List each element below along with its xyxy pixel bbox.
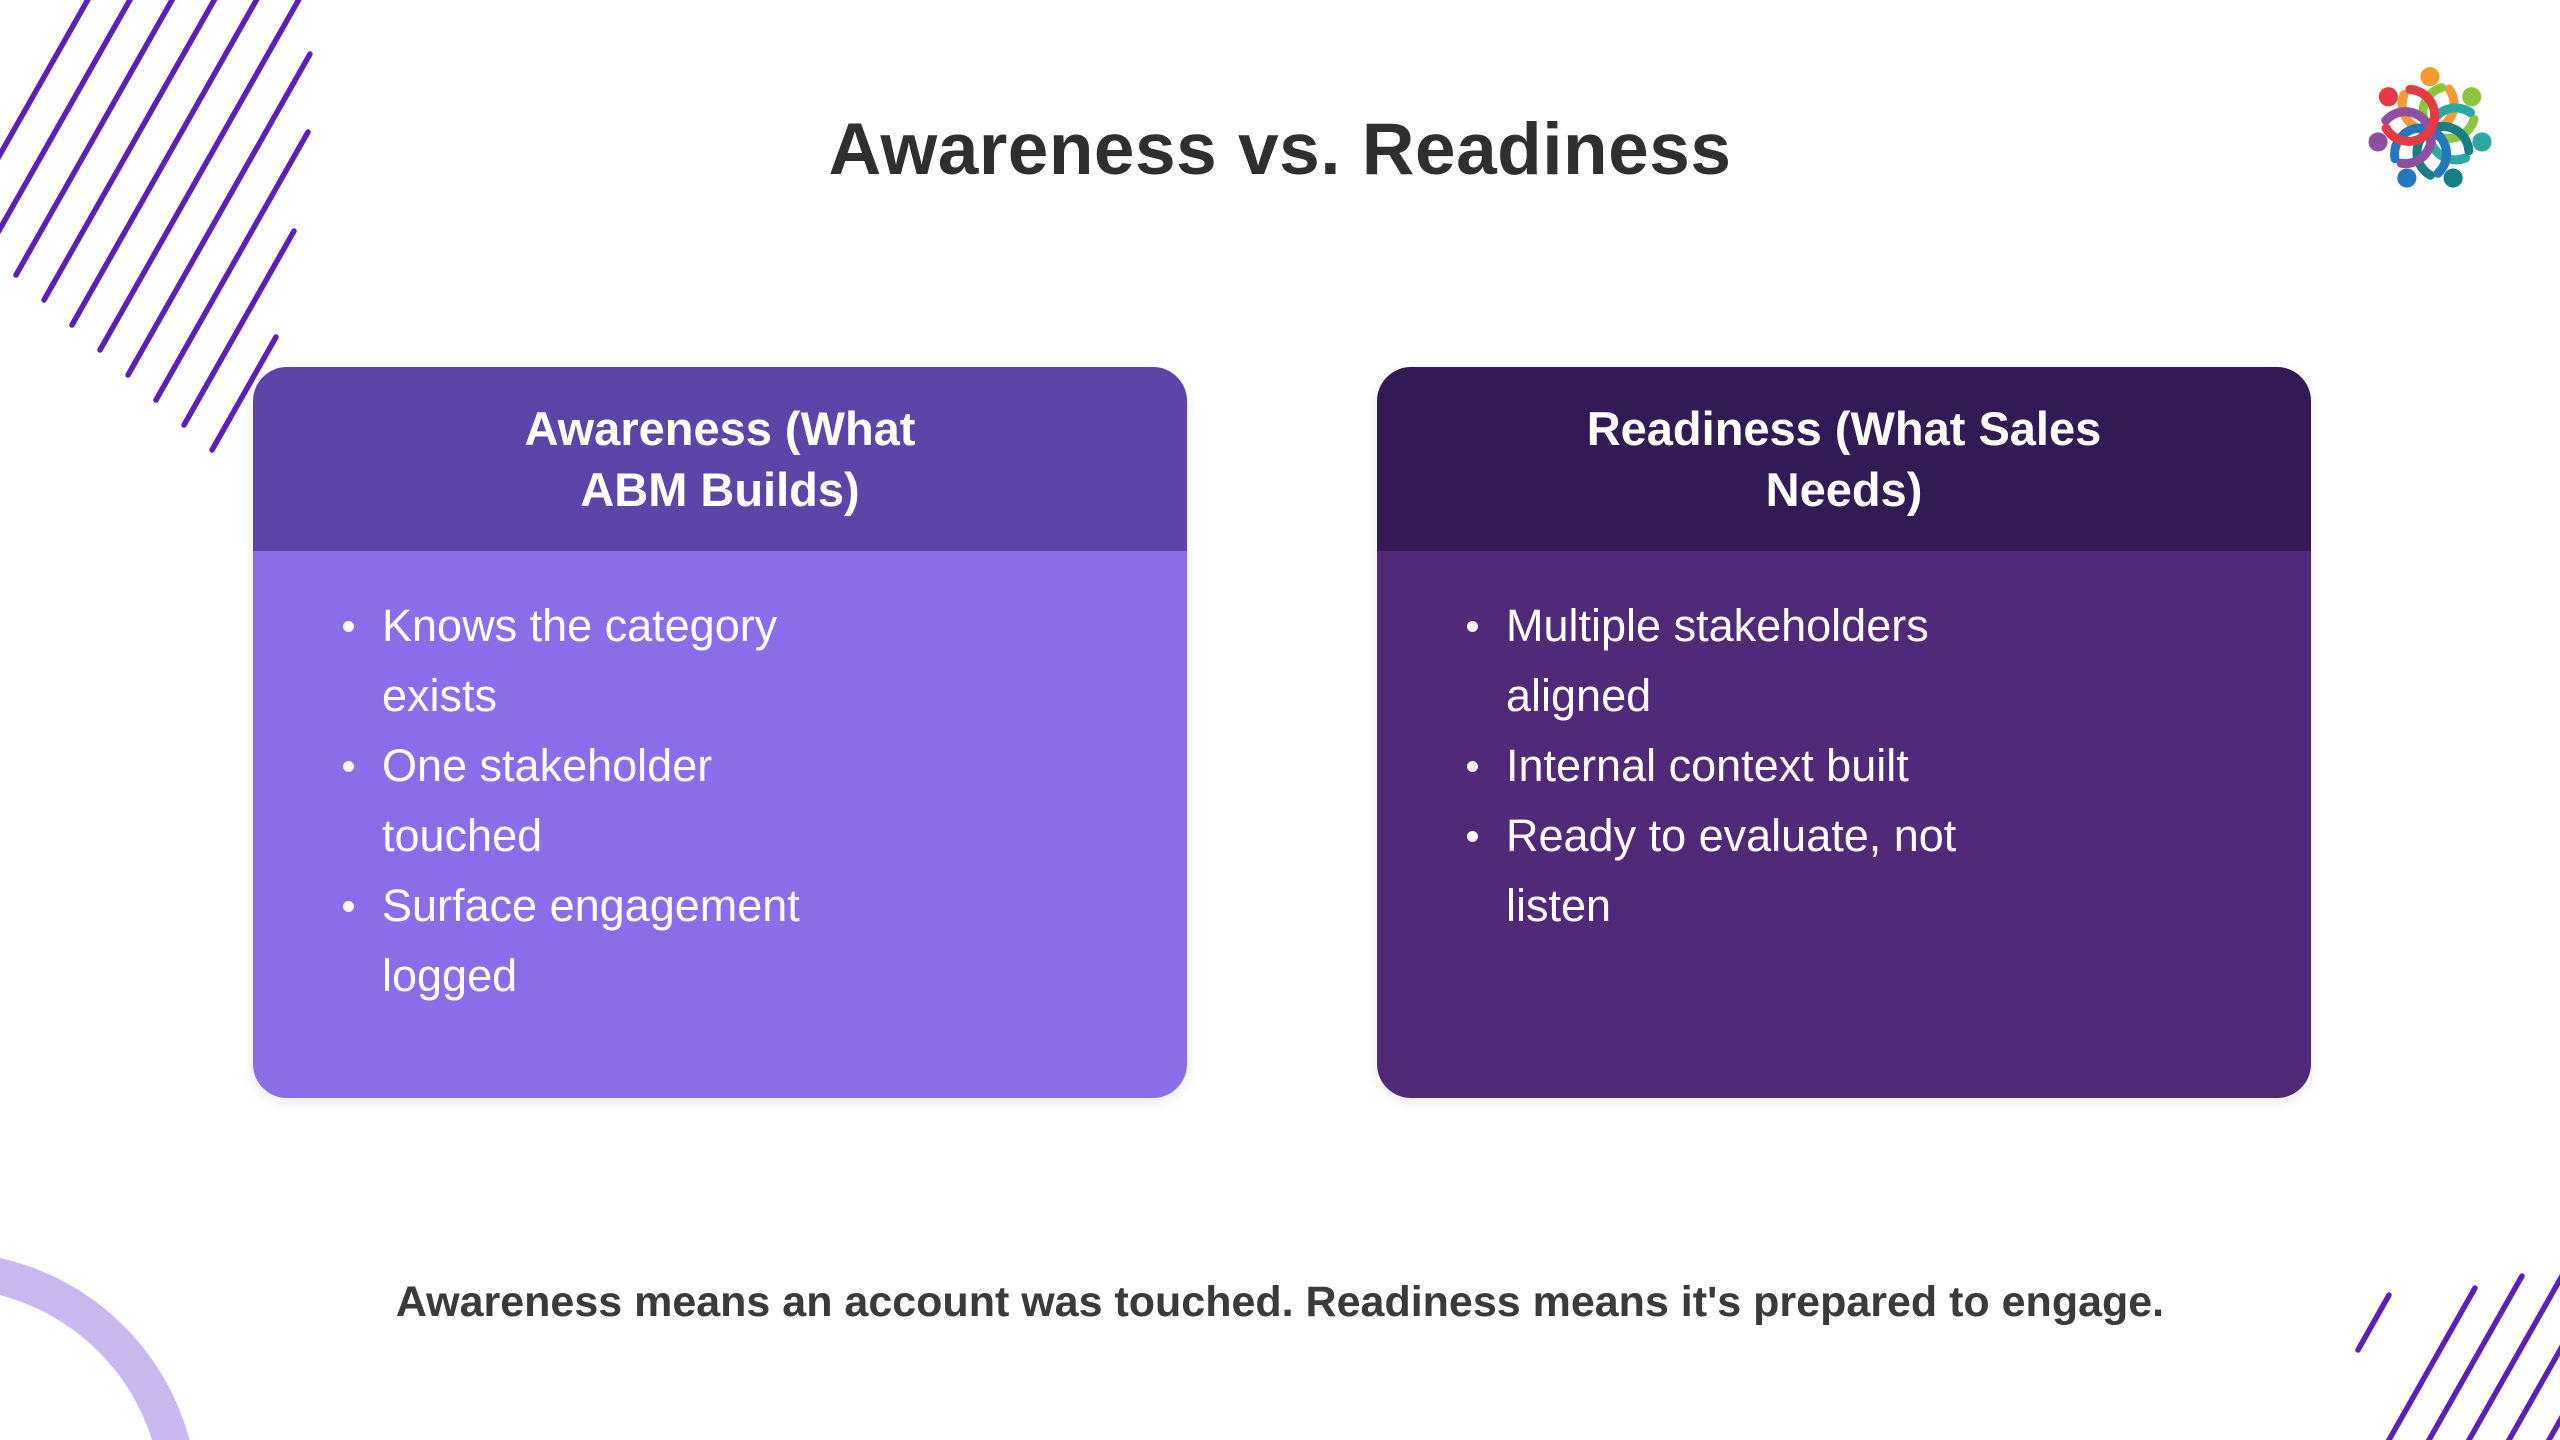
bullet-text: Internal context built [1506,740,1909,791]
bullet-text: One stakeholder touched [382,740,713,861]
bullet-dot-icon [1467,761,1478,772]
bullet-text: Surface engagement logged [382,880,800,1001]
bullet-dot-icon [1467,621,1478,632]
bullet-dot-icon [343,901,354,912]
list-item: Multiple stakeholders aligned [1467,591,2261,731]
bullet-text: Knows the category exists [382,600,778,721]
list-item: Ready to evaluate, not listen [1467,801,2261,941]
readiness-card-title: Readiness (What Sales Needs) [1586,401,2102,516]
list-item: Surface engagement logged [343,871,1137,1011]
list-item: Internal context built [1467,731,2261,801]
slide-title: Awareness vs. Readiness [828,109,1732,190]
awareness-card-body: Knows the category exists One stakeholde… [253,551,1187,1098]
readiness-card-header: Readiness (What Sales Needs) [1377,367,2311,551]
awareness-card-header: Awareness (What ABM Builds) [253,367,1187,551]
awareness-bullet-list: Knows the category exists One stakeholde… [343,591,1137,1011]
ring-topleft-decoration [9,149,171,311]
readiness-bullet-list: Multiple stakeholders aligned Internal c… [1467,591,2261,941]
bullet-dot-icon [1467,831,1478,842]
readiness-card: Readiness (What Sales Needs) Multiple st… [1377,367,2311,1098]
list-item: One stakeholder touched [343,731,1137,871]
awareness-card: Awareness (What ABM Builds) Knows the ca… [253,367,1187,1098]
readiness-card-body: Multiple stakeholders aligned Internal c… [1377,551,2311,1098]
bullet-text: Ready to evaluate, not listen [1506,810,1957,931]
bullet-dot-icon [343,621,354,632]
bullet-dot-icon [343,761,354,772]
list-item: Knows the category exists [343,591,1137,731]
bullet-text: Multiple stakeholders aligned [1506,600,1929,721]
awareness-card-title: Awareness (What ABM Builds) [524,401,916,516]
slide-caption: Awareness means an account was touched. … [395,1278,2165,1326]
community-circle-logo-icon [2368,67,2492,188]
